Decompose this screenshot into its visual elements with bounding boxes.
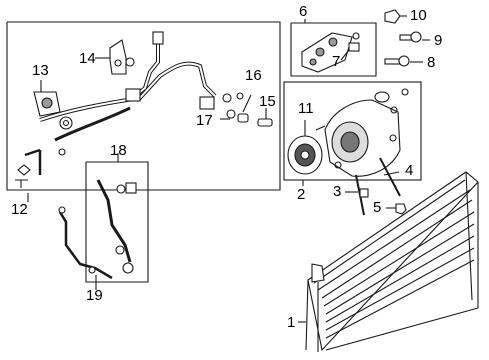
callout-12: 12 bbox=[11, 201, 28, 218]
part-19-line bbox=[58, 206, 113, 290]
part-11-clutch bbox=[287, 120, 323, 175]
callout-17: 17 bbox=[196, 112, 213, 129]
part-3-4-bolts bbox=[345, 157, 401, 216]
callout-5: 5 bbox=[373, 199, 382, 216]
box-6-outline bbox=[290, 22, 377, 77]
parts-8-9-10 bbox=[384, 9, 430, 67]
box-12-outline bbox=[6, 21, 281, 191]
part-6-7-block bbox=[301, 19, 360, 73]
callout-10: 10 bbox=[410, 7, 427, 24]
callout-9: 9 bbox=[434, 32, 443, 49]
box-2-outline bbox=[283, 81, 422, 181]
ac-line-assembly bbox=[15, 31, 217, 188]
callout-3: 3 bbox=[333, 183, 342, 200]
callout-16: 16 bbox=[245, 67, 262, 84]
callout-2: 2 bbox=[297, 186, 306, 203]
callout-4: 4 bbox=[405, 162, 414, 179]
callout-7: 7 bbox=[332, 53, 341, 70]
callout-19: 19 bbox=[86, 287, 103, 304]
callout-18: 18 bbox=[110, 142, 127, 159]
leader-lines bbox=[27, 57, 104, 202]
callout-14: 14 bbox=[79, 50, 96, 67]
box-18-outline bbox=[85, 161, 149, 283]
callout-15: 15 bbox=[259, 93, 276, 110]
callout-8: 8 bbox=[427, 54, 436, 71]
callout-6: 6 bbox=[299, 3, 308, 20]
part-18-hose bbox=[96, 153, 137, 274]
part-2-compressor bbox=[302, 88, 409, 186]
part-5-nut bbox=[386, 203, 407, 215]
part-14-bracket bbox=[104, 39, 135, 75]
callout-1: 1 bbox=[287, 314, 296, 331]
part-13-block bbox=[33, 80, 61, 117]
part-1-condenser bbox=[298, 171, 479, 352]
callout-13: 13 bbox=[32, 62, 49, 79]
parts-15-16-17 bbox=[220, 92, 273, 127]
callout-11: 11 bbox=[298, 100, 314, 117]
